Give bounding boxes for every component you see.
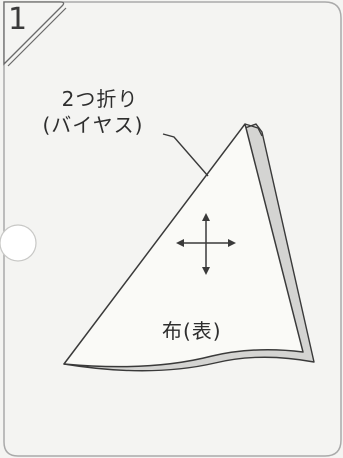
callout-line-2: (バイヤス): [42, 113, 144, 137]
step-number-tab-inner-line: [7, 7, 67, 67]
step-number-tab: [3, 1, 65, 66]
callout-line-1: 2つ折り: [61, 87, 139, 111]
fabric-label: 布(表): [162, 319, 222, 343]
punch-hole-icon: [0, 224, 37, 262]
four-way-arrow-icon: [176, 213, 236, 275]
fold-callout: 2つ折り (バイヤス): [18, 86, 168, 138]
step-number: 1: [8, 2, 28, 37]
fold-edge: [244, 123, 263, 137]
leader-line: [162, 133, 209, 177]
